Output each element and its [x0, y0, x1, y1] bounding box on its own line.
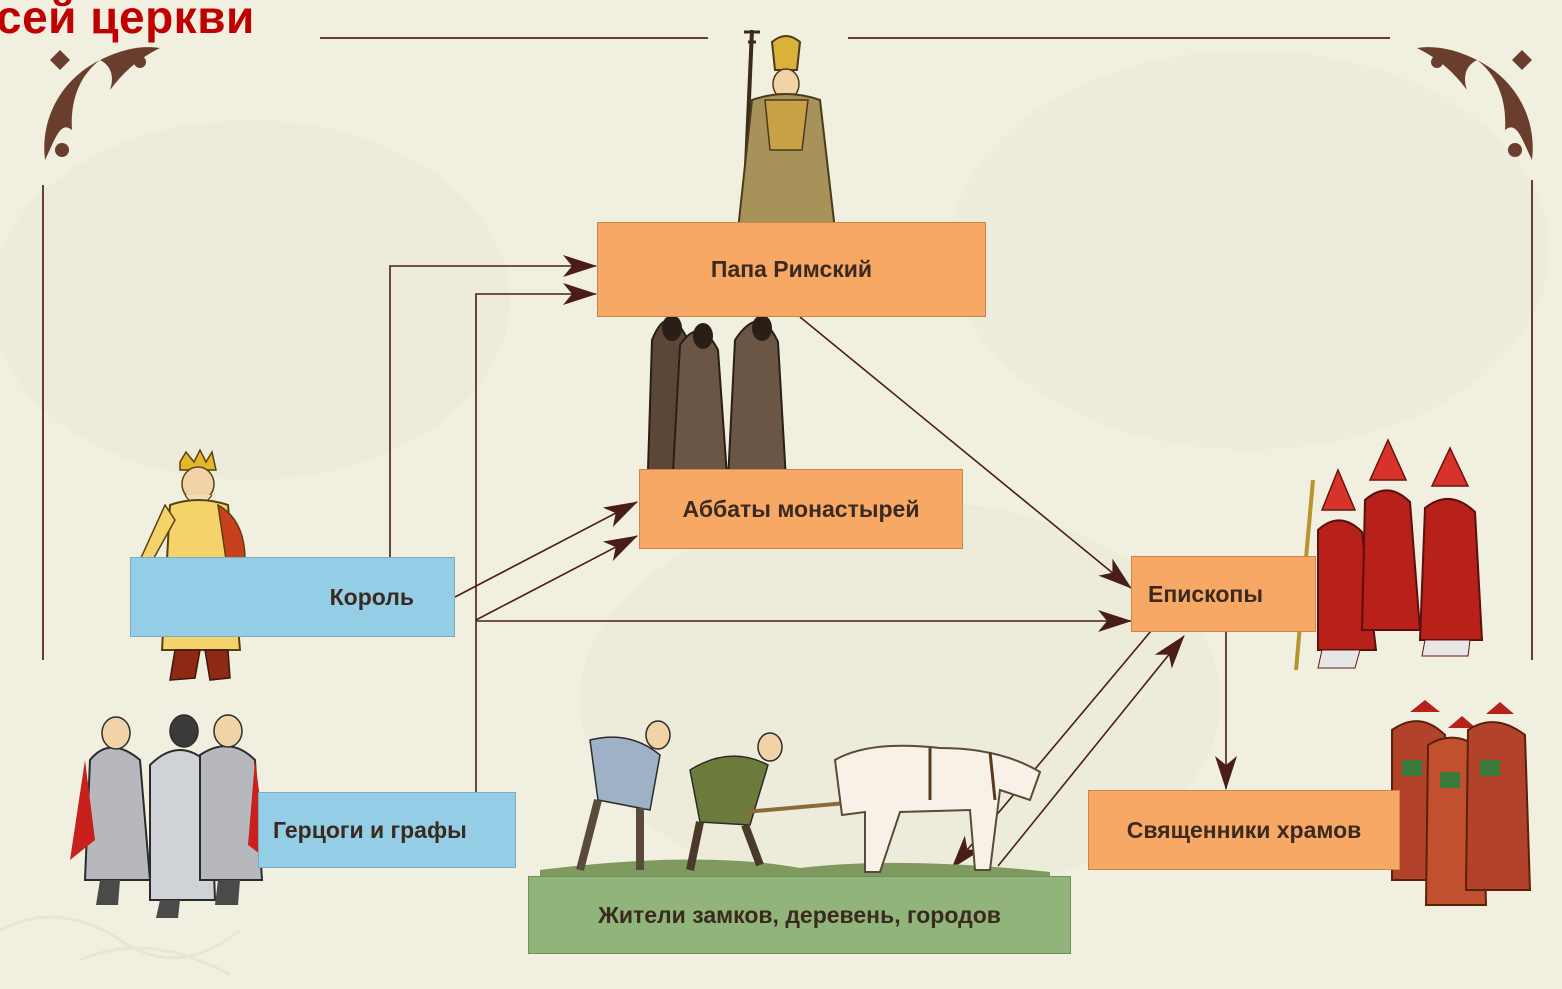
node-bishops: Епископы — [1131, 556, 1316, 632]
decorative-frame — [42, 37, 1533, 660]
node-residents: Жители замков, деревень, городов — [528, 876, 1071, 954]
arrow-king-to-pope — [389, 255, 597, 557]
arrow-dukes-to-pope — [475, 283, 597, 792]
corner-ornament-right — [1417, 47, 1533, 160]
node-dukes: Герцоги и графы — [258, 792, 516, 868]
priests-figure — [1391, 700, 1532, 906]
node-abbots: Аббаты монастырей — [639, 469, 963, 549]
connectors — [389, 255, 1237, 869]
node-pope: Папа Римский — [597, 222, 986, 317]
node-residents-label: Жители замков, деревень, городов — [598, 901, 1001, 928]
pope-figure — [736, 29, 837, 238]
node-dukes-label: Герцоги и графы — [273, 816, 467, 843]
arrow-king-to-abbots-1 — [454, 501, 638, 598]
arrow-residents-to-bishops — [997, 635, 1185, 867]
peasants-ploughing-figure — [540, 720, 1050, 882]
node-king: Король — [130, 557, 455, 637]
corner-ornament-left — [44, 47, 160, 160]
arrow-king-to-abbots-2 — [475, 535, 638, 621]
bishops-figure — [1294, 438, 1484, 671]
knights-figure — [70, 714, 268, 918]
node-abbots-label: Аббаты монастырей — [682, 495, 920, 522]
node-priests: Священники храмов — [1088, 790, 1400, 870]
node-king-label: Король — [329, 583, 414, 610]
node-pope-label: Папа Римский — [710, 256, 873, 282]
node-priests-label: Священники храмов — [1126, 816, 1362, 843]
arrow-pope-to-bishops — [799, 316, 1132, 589]
page-title: сей церкви — [0, 0, 255, 43]
node-bishops-label: Епископы — [1148, 580, 1263, 607]
monks-figure — [646, 315, 788, 491]
